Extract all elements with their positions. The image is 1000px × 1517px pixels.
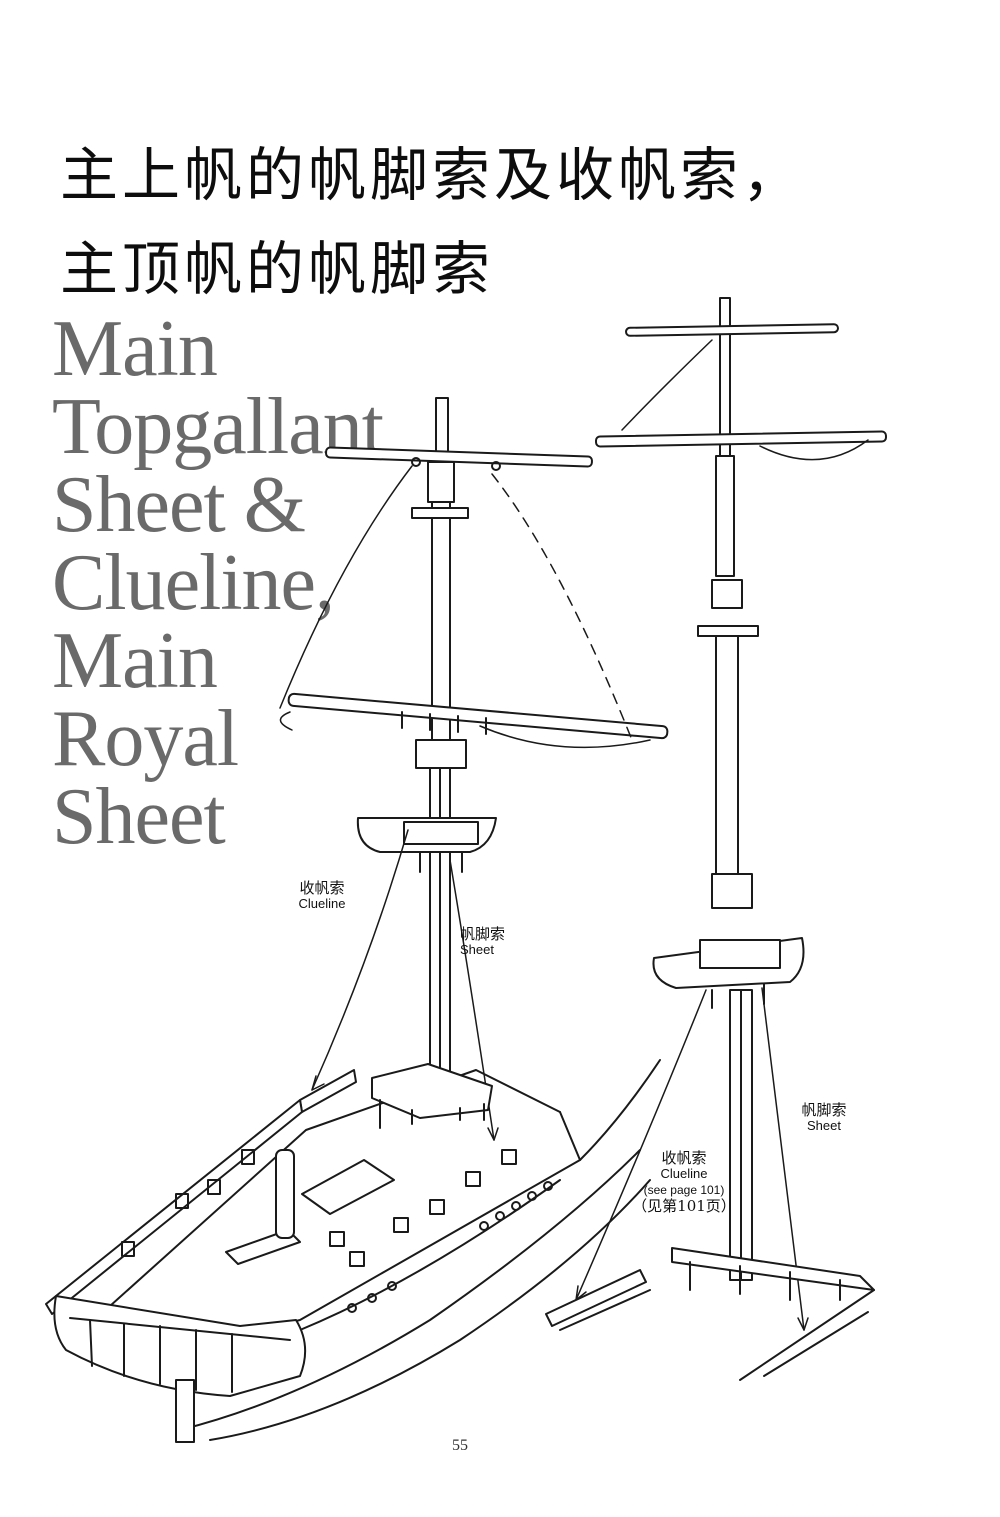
sheet-label-cn: 帆脚索	[801, 1101, 847, 1119]
sheet-label-en: Sheet	[460, 942, 494, 957]
clueline-label-en: Clueline	[660, 1166, 708, 1181]
left-topgallant-yard	[287, 692, 669, 740]
clueline-page-ref: (see page 101)	[643, 1183, 725, 1197]
left-royal-yard	[325, 446, 593, 471]
right-running-rigging	[575, 339, 869, 1331]
sheet-label-cn: 帆脚索	[460, 925, 506, 943]
english-title-line: Main	[52, 305, 218, 393]
clueline-label-left: 收帆索 Clueline	[282, 880, 362, 912]
right-royal-yard	[625, 323, 839, 337]
clueline-label-cn: 收帆索	[299, 879, 345, 897]
english-title-line: Royal	[52, 695, 239, 783]
english-title: Main Topgallant Sheet & Clueline, Main R…	[52, 305, 452, 861]
sheet-label-right: 帆脚索 Sheet	[784, 1102, 864, 1134]
english-title-line: Main	[52, 617, 218, 705]
sheet-label-en: Sheet	[807, 1118, 841, 1133]
right-hull-fragment	[545, 1247, 875, 1381]
chinese-title-line-1: 主上帆的帆脚索及收帆索，	[60, 141, 805, 209]
clueline-label-cn: 收帆索	[661, 1149, 707, 1167]
english-title-line: Sheet	[52, 773, 226, 861]
left-ship-hull	[45, 1059, 661, 1443]
left-mast	[356, 397, 497, 1091]
clueline-page-ref-cn: （见第101页）	[632, 1197, 736, 1215]
clueline-label-en: Clueline	[298, 896, 346, 911]
left-sail-lines	[279, 465, 651, 749]
english-title-line: Clueline,	[52, 539, 335, 627]
clueline-label-right: 收帆索 Clueline (see page 101) （见第101页）	[614, 1150, 754, 1214]
english-title-line: Sheet &	[52, 461, 306, 549]
page-number: 55	[452, 1437, 468, 1454]
chinese-title-line-2: 主顶帆的帆脚索	[60, 235, 495, 303]
sheet-label-left: 帆脚索 Sheet	[460, 926, 540, 958]
right-mast	[652, 297, 805, 1281]
right-topgallant-yard	[595, 430, 887, 448]
